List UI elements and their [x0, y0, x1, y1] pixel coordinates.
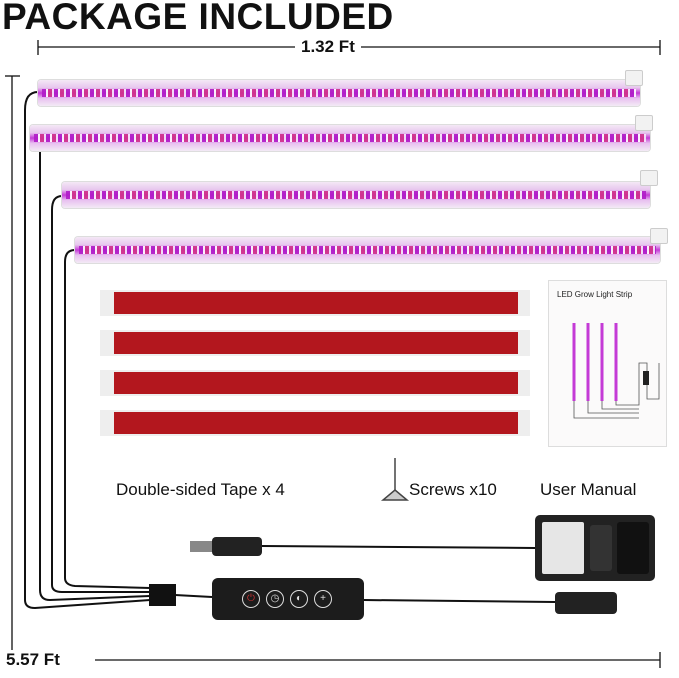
plus-icon[interactable]: + [314, 590, 332, 608]
mounting-clip [640, 170, 658, 186]
led-strip-4 [75, 237, 660, 263]
manual-title: LED Grow Light Strip [557, 290, 633, 299]
mounting-clip [650, 228, 668, 244]
plug-prongs [617, 522, 649, 574]
dc-plug [190, 537, 262, 556]
double-sided-tape [100, 370, 530, 396]
manual-label: User Manual [540, 480, 637, 499]
mounting-clip [625, 70, 643, 86]
adapter-label-sticker [542, 522, 584, 574]
user-manual: LED Grow Light Strip [548, 280, 667, 447]
power-icon[interactable]: ⏻ [242, 590, 260, 608]
screws-label: Screws x10 [409, 480, 497, 499]
double-sided-tape [100, 410, 530, 436]
manual-diagram [572, 323, 660, 419]
timer-icon[interactable]: ◷ [266, 590, 284, 608]
led-strip-1 [38, 80, 640, 106]
led-strip-3 [62, 182, 650, 208]
female-connector [555, 592, 617, 614]
dimmer-controller: ⏻ ◷ ◐ + [212, 578, 364, 620]
brightness-icon[interactable]: ◐ [290, 590, 308, 608]
mounting-clip [635, 115, 653, 131]
page-title: PACKAGE INCLUDED [2, 0, 394, 37]
led-strip-2 [30, 125, 650, 151]
power-adapter [535, 515, 655, 581]
double-sided-tape [100, 290, 530, 316]
width-dimension-label: 1.32 Ft [295, 37, 361, 57]
tape-label: Double-sided Tape x 4 [116, 480, 285, 499]
double-sided-tape [100, 330, 530, 356]
screw-icon [380, 458, 410, 501]
length-dimension-label: 5.57 Ft [2, 650, 64, 670]
